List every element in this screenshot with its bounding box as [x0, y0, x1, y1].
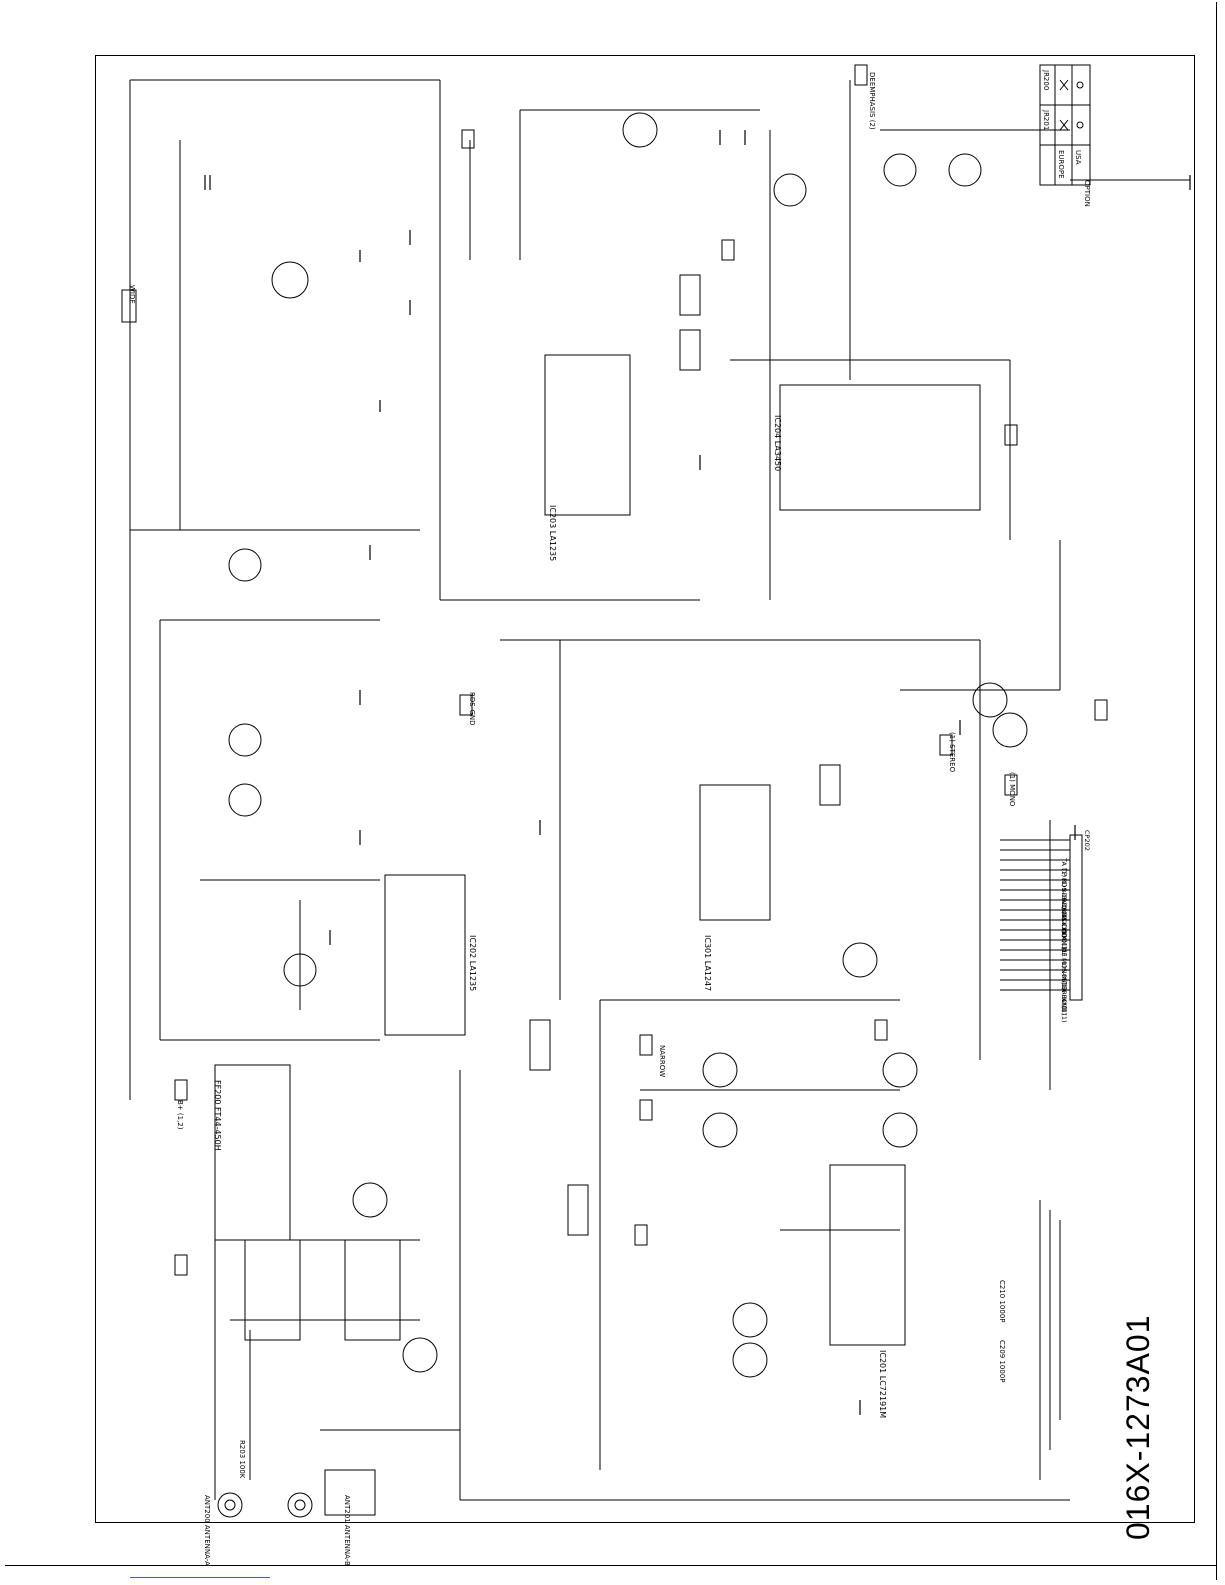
svg-text:C210 1000P: C210 1000P	[998, 1280, 1006, 1323]
cp201-pin-label: RDS-DATA (1)	[1060, 908, 1068, 952]
transistor-symbols	[228, 112, 1028, 1378]
flag-label-rds-gnd: RDS-GND	[468, 692, 476, 726]
ic201-body	[829, 1164, 906, 1346]
option-col-label: JR200	[1042, 69, 1050, 90]
flag-labels: ANT200 ANTENNA-A ANT201 ANTENNA-B WIDE NARR…	[128, 72, 1016, 1566]
option-row-region: EUROPE	[1057, 150, 1065, 179]
connector-cp201	[1000, 834, 1083, 1001]
transformer-coils	[529, 274, 841, 1236]
flag-label-bplus: B+ (1,2)	[176, 1100, 184, 1130]
flag-label-deemphasis: DEEMPHASIS (2)	[868, 72, 876, 130]
cp201-pin-label: CL (1)	[1060, 918, 1068, 937]
flag-label-mono: (1) MONO	[1008, 772, 1016, 807]
ic-label-am_if: IC301 LA1247	[703, 935, 712, 991]
ic301-body	[699, 784, 771, 921]
cp201-pin-label: RDS-CLK (1)	[1060, 898, 1068, 938]
cp201-pin-label: S-M (1)	[1060, 968, 1068, 991]
ic-label-frontend: FF200 FT44-450H	[213, 1080, 222, 1151]
cp201-pin-label: STEREO (1)	[1060, 978, 1068, 1015]
footer-link-underline	[130, 1577, 270, 1578]
svg-text:OPTION: OPTION	[1083, 180, 1091, 207]
svg-text:R203 100K: R203 100K	[238, 1440, 246, 1479]
flag-label-stereo: (1) STEREO	[948, 732, 956, 773]
circuit-traces	[129, 79, 1190, 1501]
cp201-pin-labels: ANT (1)A-IN (1)STEREO (1)S-M (1)MONO (1)…	[1060, 830, 1091, 1023]
ic203-body	[544, 354, 631, 516]
ground-symbols	[204, 130, 1191, 1415]
flag-label-wide: WIDE	[128, 285, 136, 304]
cp201-pin-label: TA (1)	[1060, 857, 1068, 877]
ic204-body	[779, 384, 981, 511]
page-border	[5, 2, 1217, 1580]
cp201-pin-label: TP (1)	[1060, 867, 1068, 887]
flag-label-antenna-a: ANT200 ANTENNA-A	[203, 1495, 211, 1566]
flag-label-antenna-b: ANT201 ANTENNA-B	[343, 1495, 351, 1566]
page-bottom-rule	[5, 1565, 1216, 1566]
cp202-label: CP202	[1083, 830, 1091, 851]
ic-label-if_det: IC203 LA1235	[548, 505, 557, 561]
ic-label-mpx: IC204 LA3450	[773, 415, 782, 471]
cp201-pin-label: RDS-QUAL (1)	[1060, 888, 1068, 933]
ic-blocks	[214, 354, 981, 1346]
cp201-pin-label: ANT (1)	[1060, 998, 1068, 1023]
cp201-pin-label: RDS-GND (1)	[1060, 878, 1068, 920]
ff200-body	[214, 1064, 291, 1241]
document-number: 016X-1273A01	[1120, 1314, 1156, 1540]
cp201-pin-label: MONO (1)	[1060, 958, 1068, 990]
option-table	[1039, 64, 1091, 186]
ic202-body	[384, 874, 466, 1036]
ic-label-pll: IC201 LC72191M	[878, 1350, 887, 1418]
cp201-pin-label: A-IN (1)	[1060, 988, 1068, 1013]
signal-flags	[121, 64, 1108, 1276]
flag-label-narrow: NARROW	[658, 1045, 666, 1077]
ic-labels: IC201 LC72191M IC202 LA1235 IC301 LA1247 IC…	[213, 415, 887, 1418]
cp201-pin-label: CE (1)	[1060, 948, 1068, 968]
relays	[244, 1239, 401, 1341]
option-row-region: USA	[1074, 150, 1082, 165]
schematic-frame	[95, 55, 1195, 1523]
antenna-jacks	[217, 1469, 376, 1518]
cp201-pin-label: DO (1)	[1060, 928, 1068, 949]
cp201-pin-label: DI (1)	[1060, 938, 1068, 956]
ic-label-fm_if: IC202 LA1235	[468, 935, 477, 991]
option-col-label: JR201	[1042, 109, 1050, 130]
svg-text:C209 1000P: C209 1000P	[998, 1340, 1006, 1383]
